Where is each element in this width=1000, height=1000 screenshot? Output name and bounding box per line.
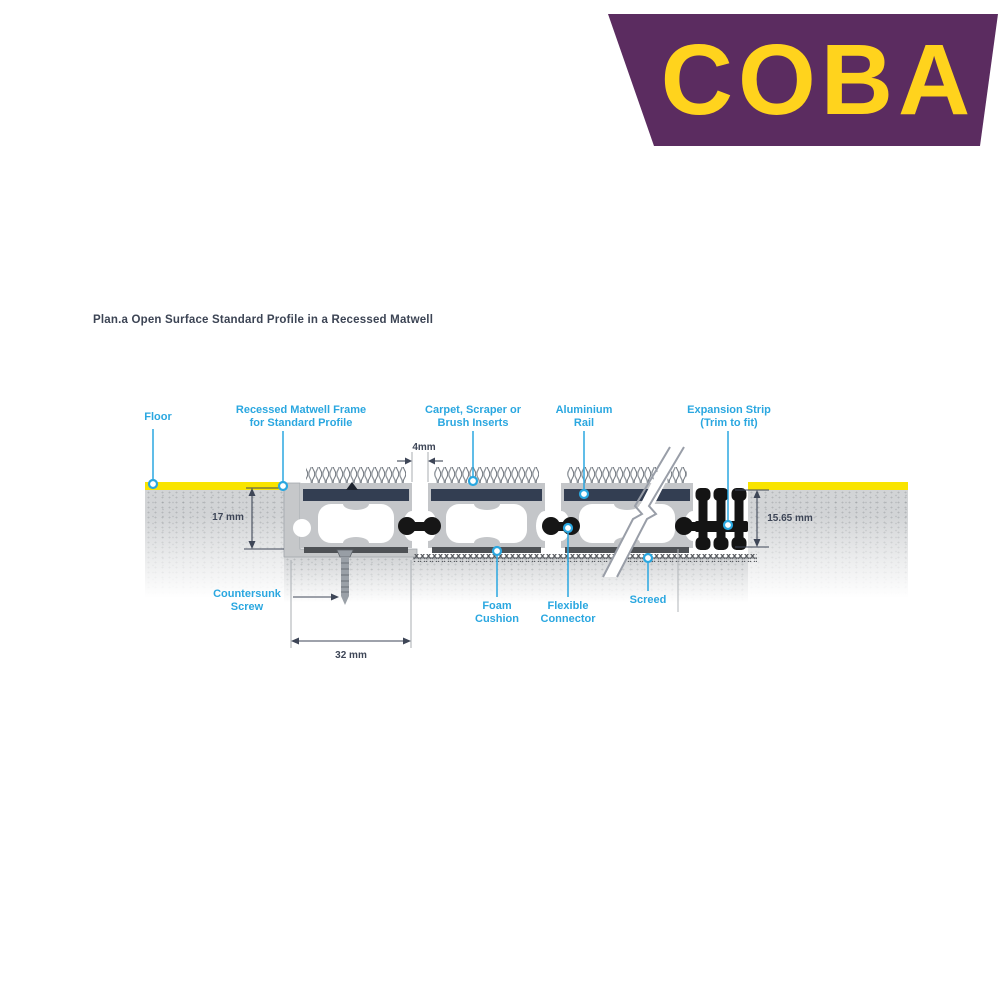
concrete-right bbox=[748, 490, 908, 602]
frame-screw-channel bbox=[293, 519, 311, 537]
dim-text-4mm: 4mm bbox=[412, 442, 436, 453]
floor-surface-left bbox=[145, 482, 284, 490]
rail-chamber bbox=[579, 504, 675, 543]
label-inserts: Carpet, Scraper or Brush Inserts bbox=[425, 404, 521, 429]
flexible-connector-1 bbox=[398, 517, 441, 535]
leader-markers bbox=[147, 475, 734, 564]
rail-chamber bbox=[318, 504, 394, 543]
carpet-backing bbox=[431, 489, 542, 501]
label-expansion-strip: Expansion Strip (Trim to fit) bbox=[687, 404, 771, 429]
rail-module-2 bbox=[419, 467, 554, 553]
rail-chamber bbox=[446, 504, 527, 543]
expansion-strip bbox=[675, 488, 748, 550]
label-floor: Floor bbox=[144, 411, 172, 423]
screed-hatch bbox=[413, 554, 757, 562]
dim-text-32mm: 32 mm bbox=[335, 650, 367, 661]
carpet-backing bbox=[303, 489, 409, 501]
floor-surface-right bbox=[748, 482, 908, 490]
page-title: Plan.a Open Surface Standard Profile in … bbox=[93, 314, 434, 326]
label-flexible-connector: Flexible Connector bbox=[540, 600, 596, 625]
dimension-15-65mm bbox=[735, 489, 769, 548]
label-matwell-frame: Recessed Matwell Frame for Standard Prof… bbox=[235, 404, 367, 429]
coba-logo-text: COBA bbox=[660, 24, 976, 136]
coba-logo: COBA bbox=[608, 14, 998, 146]
dim-text-15-65mm: 15.65 mm bbox=[767, 513, 813, 524]
dimension-17mm bbox=[244, 487, 284, 550]
foam-cushion-strip bbox=[432, 547, 541, 553]
countersunk-screw bbox=[336, 549, 354, 605]
label-countersunk-screw: Countersunk Screw bbox=[213, 588, 281, 613]
leader-lines bbox=[152, 429, 729, 597]
screw-centre-mark bbox=[346, 482, 358, 490]
dim-text-17mm: 17 mm bbox=[212, 512, 244, 523]
countersunk-leader bbox=[293, 593, 339, 601]
label-screed: Screed bbox=[629, 594, 667, 606]
foam-cushion-strip bbox=[304, 547, 408, 553]
concrete-left bbox=[145, 490, 284, 602]
concrete-below-matwell bbox=[284, 557, 748, 605]
dimension-32mm bbox=[290, 560, 412, 648]
dimension-4mm bbox=[397, 452, 443, 482]
rail-module-1 bbox=[293, 467, 421, 553]
label-aluminium-rail: Aluminium Rail bbox=[555, 404, 613, 429]
break-lines bbox=[602, 446, 685, 578]
label-foam-cushion: Foam Cushion bbox=[475, 600, 519, 625]
